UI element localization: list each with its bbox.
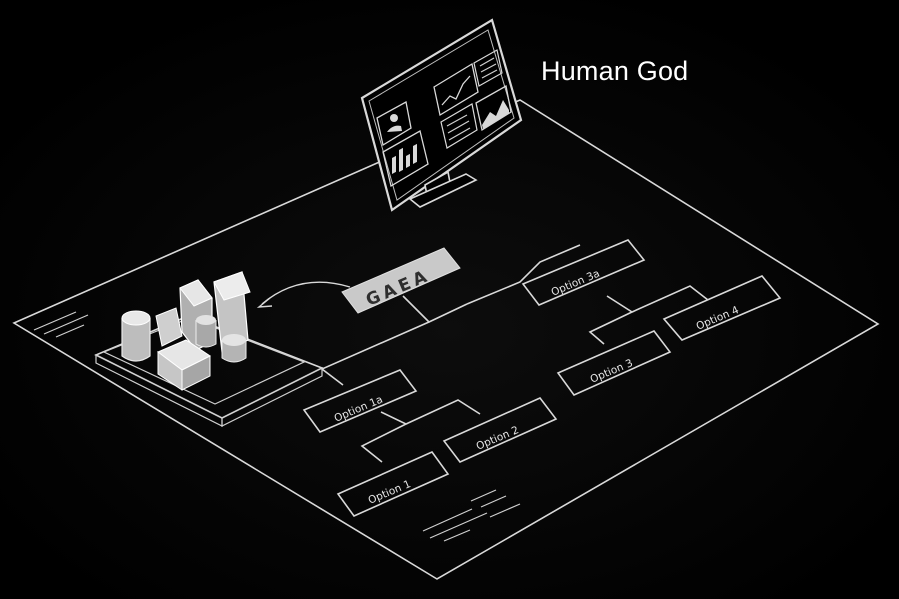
arrow-to-shapes	[256, 281, 351, 308]
area-chart-icon	[475, 84, 512, 132]
list-panel	[440, 103, 478, 149]
user-icon	[376, 100, 412, 147]
caption-title: Human God	[541, 56, 689, 86]
base-plane	[12, 99, 880, 580]
text-panel	[473, 49, 503, 87]
3d-shapes-icon	[94, 271, 324, 427]
plane-text-lines-left	[33, 311, 89, 338]
plane-text-lines-bottom	[422, 489, 521, 542]
monitor-icon	[360, 18, 523, 212]
bar-chart-icon	[382, 130, 429, 188]
tree-connectors	[320, 244, 709, 463]
line-chart-icon	[433, 62, 479, 117]
